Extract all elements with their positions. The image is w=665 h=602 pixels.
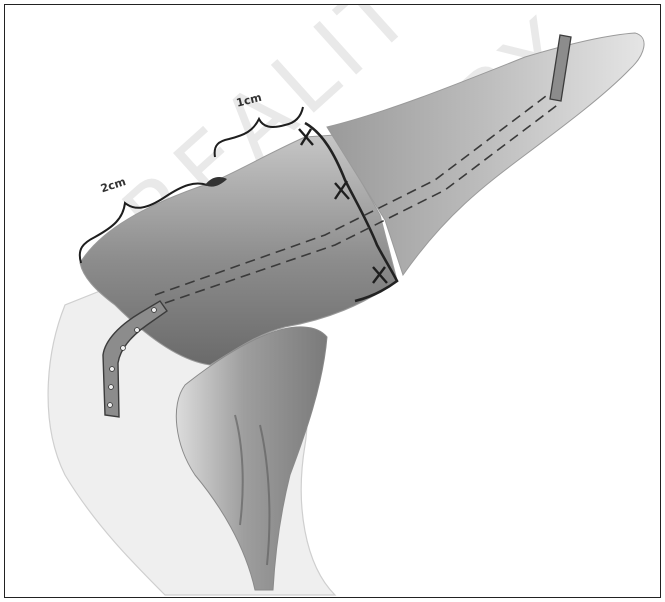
foot-anatomy-drawing: REALITY LIBRARY (5, 5, 661, 598)
illustration-frame: REALITY LIBRARY (4, 4, 661, 598)
